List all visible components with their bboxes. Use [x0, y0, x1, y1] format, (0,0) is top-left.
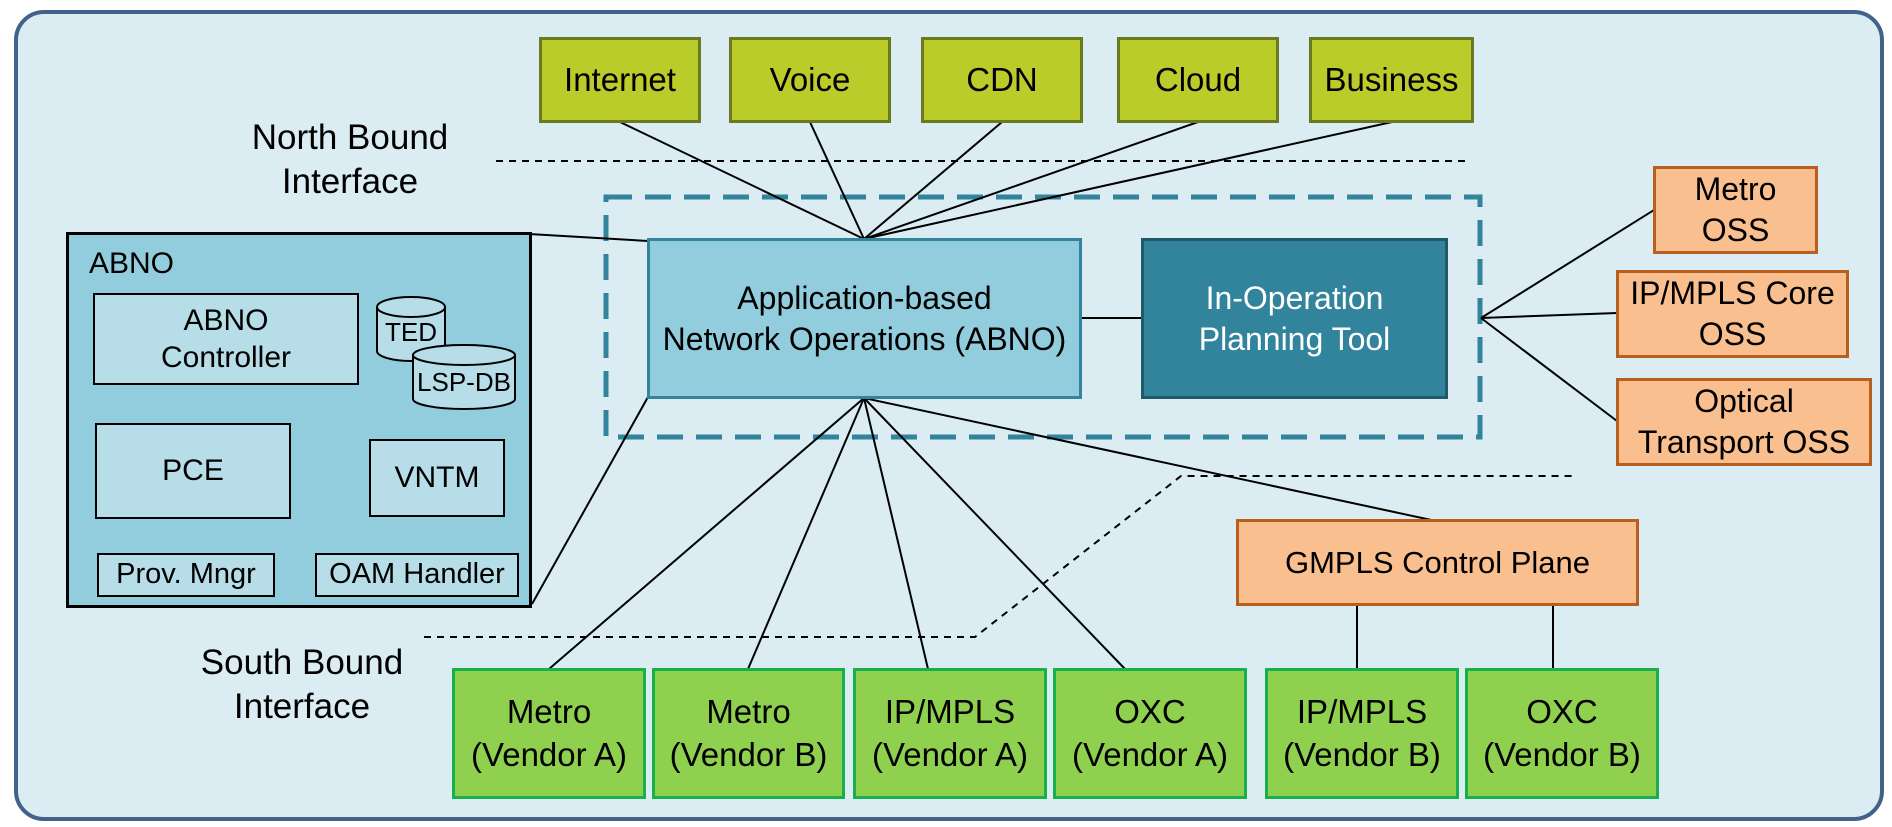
lsp-db-database-icon [412, 344, 516, 410]
northbound-interface-label: North Bound Interface [251, 118, 449, 202]
lsp-db-label: LSP-DB [417, 367, 511, 397]
prov-mngr-block: Prov. Mngr [97, 553, 275, 597]
device-oxc-vendor-a: OXC (Vendor A) [1053, 668, 1247, 799]
device-oxc-vendor-b: OXC (Vendor B) [1465, 668, 1659, 799]
southbound-interface-label: South Bound Interface [200, 643, 404, 727]
abno-component-panel: ABNO ABNO Controller TED LSP-DB PCE VNTM… [66, 232, 532, 608]
ted-label: TED [385, 317, 437, 347]
planning-tool-block: In-Operation Planning Tool [1141, 238, 1448, 399]
oam-handler-block: OAM Handler [315, 553, 519, 597]
service-internet: Internet [539, 37, 701, 123]
device-metro-vendor-b: Metro (Vendor B) [652, 668, 845, 799]
service-cdn: CDN [921, 37, 1083, 123]
device-ipmpls-vendor-b: IP/MPLS (Vendor B) [1265, 668, 1459, 799]
vntm-block: VNTM [369, 439, 505, 517]
abno-main-block: Application-based Network Operations (AB… [647, 238, 1082, 399]
service-business: Business [1309, 37, 1474, 123]
oss-optical-transport: Optical Transport OSS [1616, 378, 1872, 466]
device-metro-vendor-a: Metro (Vendor A) [452, 668, 646, 799]
service-cloud: Cloud [1117, 37, 1279, 123]
abno-controller: ABNO Controller [93, 293, 359, 385]
service-voice: Voice [729, 37, 891, 123]
oss-metro: Metro OSS [1653, 166, 1818, 254]
oss-ipmpls-core: IP/MPLS Core OSS [1616, 270, 1849, 358]
pce-block: PCE [95, 423, 291, 519]
abno-panel-title: ABNO [89, 247, 175, 280]
device-ipmpls-vendor-a: IP/MPLS (Vendor A) [853, 668, 1047, 799]
gmpls-control-plane: GMPLS Control Plane [1236, 519, 1639, 606]
